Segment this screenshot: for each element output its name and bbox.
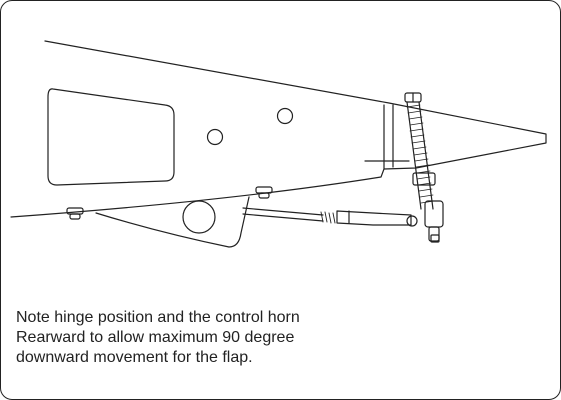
caption-line-2: Rearward to allow maximum 90 degree (16, 329, 295, 346)
pushrod (242, 207, 412, 226)
caption-line-1: Note hinge position and the control horn (16, 309, 300, 326)
hinge-screw-right (255, 186, 273, 199)
wing-section (10, 40, 547, 218)
hinge-screw-left (66, 207, 84, 220)
rectangular-cutout (47, 88, 175, 186)
lower-fairing (95, 196, 250, 248)
caption-text: Note hinge position and the control horn… (16, 308, 396, 368)
fairing-hole (182, 200, 216, 234)
clevis-pin (406, 215, 418, 227)
small-hole-left (206, 128, 224, 146)
caption-line-3: downward movement for the flap. (16, 349, 253, 366)
control-horn (404, 92, 444, 243)
small-hole-right (276, 107, 294, 125)
